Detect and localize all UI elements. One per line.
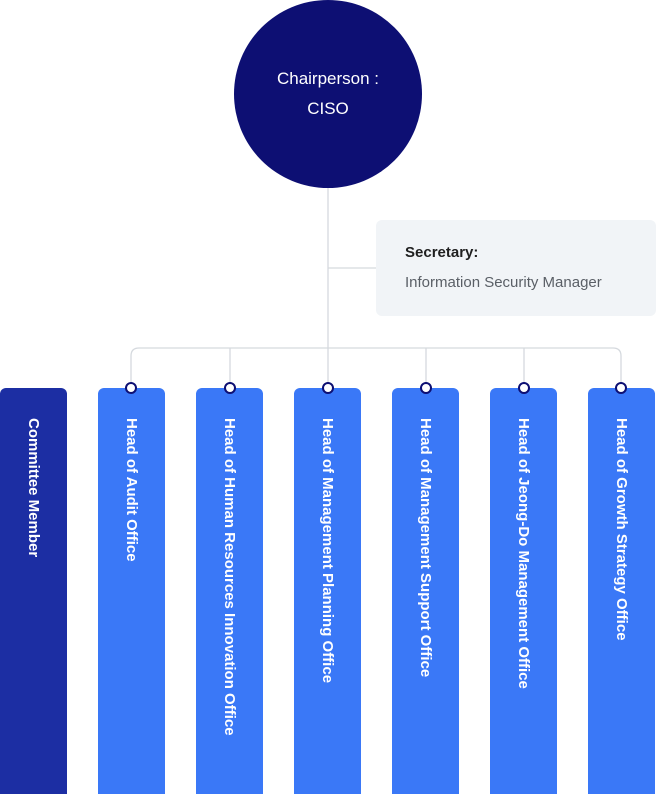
member-box-growth-strategy: Head of Growth Strategy Office bbox=[588, 388, 655, 794]
secretary-title: Secretary: bbox=[405, 244, 479, 261]
connector-node-dot bbox=[615, 382, 627, 394]
committee-member-box: Committee Member bbox=[0, 388, 67, 794]
member-label-audit: Head of Audit Office bbox=[123, 418, 140, 562]
secretary-name: Information Security Manager bbox=[405, 274, 602, 291]
chairperson-role: CISO bbox=[307, 99, 349, 118]
member-box-human-resources: Head of Human Resources Innovation Offic… bbox=[196, 388, 263, 794]
connector-node-dot bbox=[420, 382, 432, 394]
member-label-management-planning: Head of Management Planning Office bbox=[319, 418, 336, 684]
connector-node-dot bbox=[125, 382, 137, 394]
chairperson-node: Chairperson : CISO bbox=[234, 0, 422, 188]
connector-node-dot bbox=[322, 382, 334, 394]
member-label-human-resources: Head of Human Resources Innovation Offic… bbox=[221, 418, 238, 736]
committee-member-label: Committee Member bbox=[25, 418, 42, 558]
connector-node-dot bbox=[224, 382, 236, 394]
member-box-jeong-do: Head of Jeong-Do Management Office bbox=[490, 388, 557, 794]
connector-node-dot bbox=[518, 382, 530, 394]
member-box-audit: Head of Audit Office bbox=[98, 388, 165, 794]
member-label-jeong-do: Head of Jeong-Do Management Office bbox=[515, 418, 532, 689]
secretary-node: Secretary: Information Security Manager bbox=[376, 220, 656, 316]
member-label-management-support: Head of Management Support Office bbox=[417, 418, 434, 678]
chairperson-title: Chairperson : bbox=[276, 69, 380, 88]
member-box-management-support: Head of Management Support Office bbox=[392, 388, 459, 794]
member-label-growth-strategy: Head of Growth Strategy Office bbox=[613, 418, 630, 641]
member-box-management-planning: Head of Management Planning Office bbox=[294, 388, 361, 794]
